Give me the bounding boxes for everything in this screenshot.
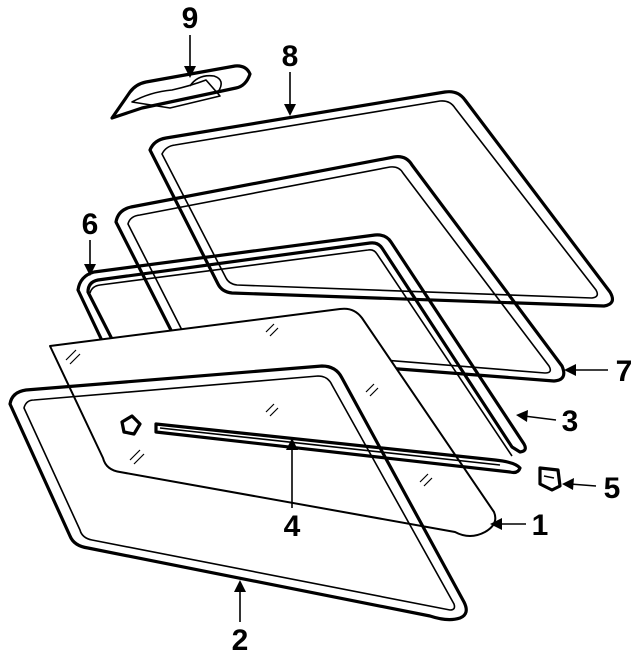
callout-1: 1 <box>532 509 549 542</box>
glass-hatch-marks <box>65 323 433 487</box>
callout-9: 9 <box>182 2 199 35</box>
callout-8: 8 <box>282 40 299 73</box>
corner-clip <box>120 414 142 436</box>
part-5-clip <box>538 466 562 492</box>
callout-6: 6 <box>82 208 99 241</box>
part-1-glass <box>49 307 497 537</box>
part-8-frame <box>148 90 615 308</box>
callout-4: 4 <box>284 510 301 543</box>
callout-3: 3 <box>562 405 579 438</box>
part-9-bracket <box>110 64 252 120</box>
part-4-molding <box>154 422 522 475</box>
callout-5: 5 <box>604 472 621 505</box>
part-2-frame <box>8 364 468 622</box>
callout-7: 7 <box>616 355 633 388</box>
leader-lines <box>84 35 608 622</box>
part-3-frame <box>76 233 527 457</box>
callout-2: 2 <box>232 624 249 657</box>
